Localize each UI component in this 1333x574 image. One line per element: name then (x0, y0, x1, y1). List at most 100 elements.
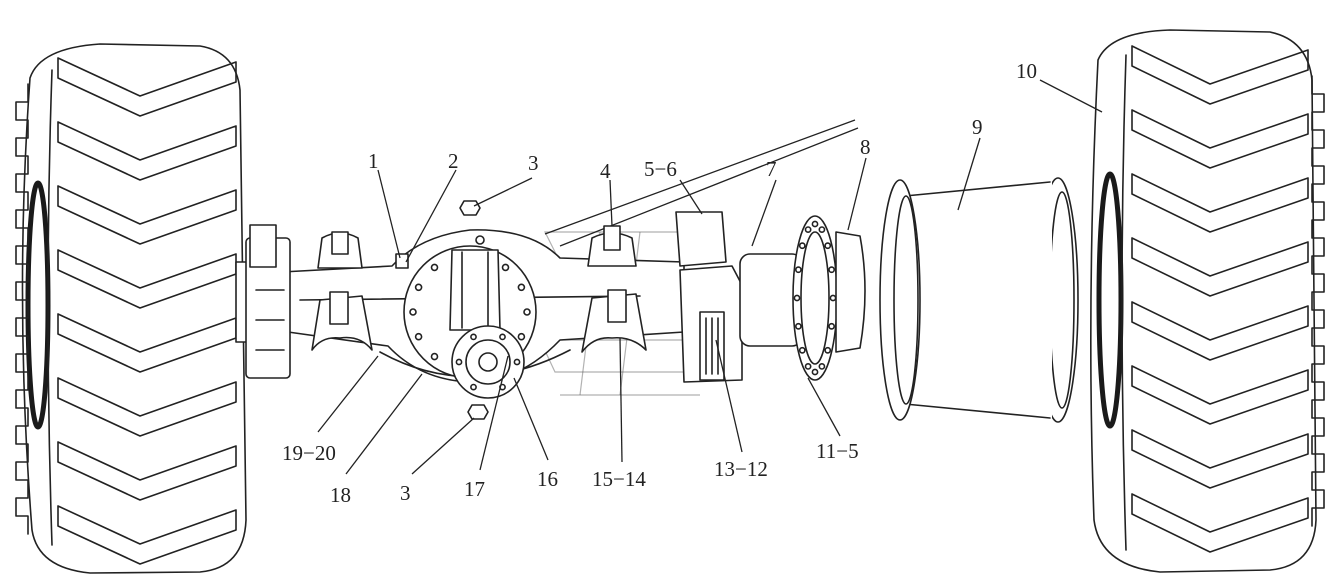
planetary-disc-inner (800, 231, 830, 365)
left-brake-detail (255, 289, 285, 351)
bolt (798, 346, 806, 354)
spring-pad-lower-right (581, 289, 647, 353)
right-wheel-end (675, 211, 866, 383)
rim-near-flange (879, 179, 921, 421)
label-2: 2 (448, 149, 459, 173)
right-tire-sidewall-line (1121, 54, 1127, 551)
label-19-20: 19−20 (282, 441, 336, 465)
leader-4 (609, 179, 613, 227)
callout-labels: 1 2 3 4 5−6 7 8 9 10 19−20 18 3 17 16 15… (282, 59, 1037, 507)
bolt (824, 346, 832, 354)
right-tire-tread (1131, 45, 1309, 553)
tread-lug (1131, 429, 1309, 489)
leader-10 (1039, 79, 1103, 113)
bolt (824, 242, 832, 250)
label-11-5: 11−5 (816, 439, 859, 463)
edge-lug-profile (15, 83, 29, 535)
fill-plug (475, 235, 485, 245)
bolt (798, 242, 806, 250)
edge-lug-profile (1311, 75, 1325, 527)
bolt (828, 322, 835, 330)
differential (395, 200, 537, 420)
bolt (517, 332, 526, 341)
bolt (517, 283, 526, 292)
spring-pad-upper-right (587, 225, 637, 267)
bolt (804, 362, 812, 370)
wheel-rim (879, 177, 1079, 423)
leader-7 (751, 179, 777, 247)
leader-2 (405, 169, 457, 263)
right-tire-edge-lugs (1311, 75, 1325, 527)
rim-top-edge (904, 181, 1051, 197)
bolt-hole (470, 383, 477, 391)
bolt (409, 308, 417, 316)
label-5-6: 5−6 (644, 157, 677, 181)
bolt (818, 362, 826, 370)
hub-cap (835, 231, 866, 353)
label-1: 1 (368, 149, 379, 173)
tread-lug (1131, 45, 1309, 105)
tread-lug (57, 313, 237, 373)
tread-lug (57, 57, 237, 117)
pinion-housing (449, 249, 501, 331)
leader-18 (345, 373, 423, 475)
label-17: 17 (464, 477, 485, 501)
left-wheel-end (235, 224, 291, 379)
bolt (523, 308, 531, 316)
bolt (811, 220, 819, 228)
leader-19-20 (317, 355, 379, 433)
leader-5-6 (679, 179, 703, 215)
guide-line (544, 119, 856, 235)
bolt (795, 266, 802, 274)
left-tire-edge-lugs (15, 83, 29, 535)
bolt (793, 294, 801, 302)
label-7: 7 (766, 157, 777, 181)
left-tire (15, 43, 247, 574)
bolt (414, 283, 423, 292)
bolt (430, 352, 439, 361)
tread-lug (57, 377, 237, 437)
leader-lines (317, 79, 1103, 475)
top-plug-nut (459, 200, 481, 216)
tread-lug (57, 185, 237, 245)
bolt-hole (455, 358, 463, 366)
leader-3-bottom (411, 417, 475, 475)
bolt-hole (513, 358, 521, 366)
planetary-disc-bolts (793, 220, 837, 376)
rim-near-flange-inner (893, 195, 919, 405)
bolt (828, 266, 835, 274)
pinion-nut (478, 352, 498, 372)
bolt (331, 231, 349, 255)
bolt (607, 289, 627, 323)
left-tire-sidewall-line (47, 69, 53, 546)
left-brake-caliper (249, 224, 277, 268)
left-tire-tread (57, 57, 237, 565)
breather (395, 253, 409, 269)
pinion-housing-detail (461, 251, 489, 329)
leader-11-5 (807, 377, 841, 437)
label-3-bottom: 3 (400, 481, 411, 505)
bottom-plug-nut (467, 404, 489, 420)
leader-16 (513, 377, 549, 461)
rim-body (905, 182, 1052, 418)
spring-pad-upper-left (317, 231, 363, 269)
rim-bottom-edge (904, 403, 1051, 419)
leader-1 (377, 169, 401, 259)
leader-9 (957, 137, 981, 211)
bolt-hole (470, 333, 477, 341)
bolt (329, 291, 349, 325)
bolt (603, 225, 621, 251)
right-tire (1090, 29, 1325, 573)
leader-13-12 (715, 339, 743, 453)
bolt (430, 263, 439, 272)
bolt (501, 263, 510, 272)
tread-lug (57, 249, 237, 309)
label-3-top: 3 (528, 151, 539, 175)
tread-lug (57, 121, 237, 181)
tread-lug (1131, 173, 1309, 233)
leader-8 (847, 157, 867, 231)
tread-lug (57, 441, 237, 501)
bolt (818, 226, 826, 233)
bolt-hole (499, 333, 506, 341)
